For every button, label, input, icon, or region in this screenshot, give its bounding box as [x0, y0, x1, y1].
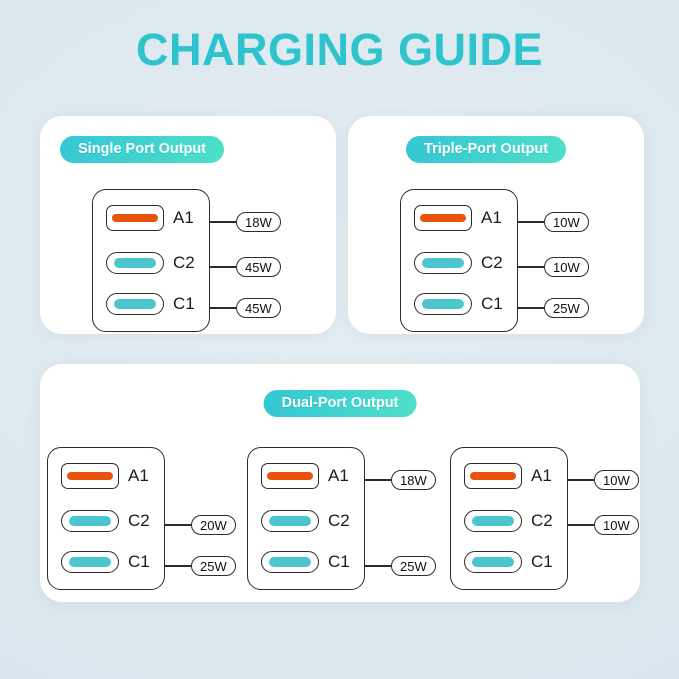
watt-badge-c1: 25W	[544, 298, 589, 318]
watt-badge-c1: 25W	[391, 556, 436, 576]
watt-badge-c1: 45W	[236, 298, 281, 318]
port-label-a1: A1	[481, 208, 502, 227]
watt-badge-a1: 10W	[544, 212, 589, 232]
usb-c-blade-icon	[114, 299, 156, 309]
usb-c-socket-icon	[106, 293, 164, 315]
usb-c-blade-icon	[69, 557, 111, 567]
usb-c-socket-icon	[464, 510, 522, 532]
lead-c1	[210, 307, 236, 309]
watt-badge-c2: 10W	[594, 515, 639, 535]
usb-c-socket-icon	[61, 551, 119, 573]
port-label-a1: A1	[173, 208, 194, 227]
lead-a1	[210, 221, 236, 223]
usb-a-blade-icon	[420, 214, 466, 222]
lead-c1	[518, 307, 544, 309]
usb-c-socket-icon	[414, 293, 472, 315]
port-label-c1: C1	[531, 552, 553, 571]
port-label-c2: C2	[481, 253, 503, 272]
port-row-c2: C2	[247, 504, 365, 538]
usb-c-socket-icon	[61, 510, 119, 532]
port-row-c1: C1	[400, 287, 518, 321]
port-label-c1: C1	[481, 294, 503, 313]
usb-c-socket-icon	[261, 510, 319, 532]
port-label-a1: A1	[328, 466, 349, 485]
usb-c-blade-icon	[269, 516, 311, 526]
watt-badge-c1: 25W	[191, 556, 236, 576]
badge-single-port-output: Single Port Output	[60, 136, 225, 163]
badge-dual-port-output: Dual-Port Output	[263, 390, 417, 417]
lead-c1	[365, 565, 391, 567]
lead-a1	[365, 479, 391, 481]
usb-c-blade-icon	[269, 557, 311, 567]
usb-a-socket-icon	[261, 463, 319, 489]
usb-c-socket-icon	[464, 551, 522, 573]
usb-c-blade-icon	[472, 516, 514, 526]
port-row-a1: A1	[450, 459, 568, 493]
lead-c2	[210, 266, 236, 268]
port-row-c1: C1	[92, 287, 210, 321]
watt-badge-a1: 18W	[391, 470, 436, 490]
page-title: CHARGING GUIDE	[135, 24, 543, 75]
port-row-c2: C2	[47, 504, 165, 538]
port-row-c2: C2	[92, 246, 210, 280]
usb-c-blade-icon	[114, 258, 156, 268]
usb-c-blade-icon	[472, 557, 514, 567]
port-row-a1: A1	[92, 201, 210, 235]
port-label-c1: C1	[128, 552, 150, 571]
usb-a-socket-icon	[414, 205, 472, 231]
lead-c1	[165, 565, 191, 567]
usb-a-socket-icon	[464, 463, 522, 489]
usb-a-blade-icon	[267, 472, 313, 480]
badge-triple-port-output: Triple-Port Output	[406, 136, 567, 163]
watt-badge-a1: 10W	[594, 470, 639, 490]
usb-a-socket-icon	[61, 463, 119, 489]
port-label-c2: C2	[531, 511, 553, 530]
port-label-c2: C2	[328, 511, 350, 530]
usb-a-blade-icon	[67, 472, 113, 480]
port-row-c1: C1	[450, 545, 568, 579]
watt-badge-c2: 10W	[544, 257, 589, 277]
watt-badge-c2: 45W	[236, 257, 281, 277]
usb-a-socket-icon	[106, 205, 164, 231]
usb-c-blade-icon	[422, 299, 464, 309]
port-label-c2: C2	[128, 511, 150, 530]
port-row-c2: C2	[450, 504, 568, 538]
usb-c-blade-icon	[69, 516, 111, 526]
lead-c2	[165, 524, 191, 526]
port-row-c2: C2	[400, 246, 518, 280]
usb-a-blade-icon	[470, 472, 516, 480]
port-row-a1: A1	[400, 201, 518, 235]
port-label-c2: C2	[173, 253, 195, 272]
usb-c-socket-icon	[414, 252, 472, 274]
port-row-c1: C1	[247, 545, 365, 579]
usb-a-blade-icon	[112, 214, 158, 222]
port-label-a1: A1	[128, 466, 149, 485]
lead-a1	[518, 221, 544, 223]
watt-badge-c2: 20W	[191, 515, 236, 535]
usb-c-socket-icon	[261, 551, 319, 573]
usb-c-blade-icon	[422, 258, 464, 268]
port-row-a1: A1	[47, 459, 165, 493]
port-label-c1: C1	[328, 552, 350, 571]
port-row-c1: C1	[47, 545, 165, 579]
port-row-a1: A1	[247, 459, 365, 493]
lead-c2	[518, 266, 544, 268]
usb-c-socket-icon	[106, 252, 164, 274]
lead-a1	[568, 479, 594, 481]
watt-badge-a1: 18W	[236, 212, 281, 232]
port-label-c1: C1	[173, 294, 195, 313]
port-label-a1: A1	[531, 466, 552, 485]
lead-c2	[568, 524, 594, 526]
